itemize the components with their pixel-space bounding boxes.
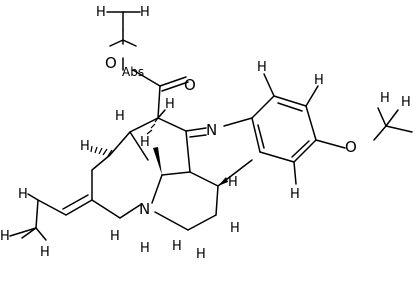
bond-n4-c3 bbox=[154, 211, 189, 231]
bond-ar-c10-o bbox=[315, 139, 346, 149]
bond-methyl-h-left-lower bbox=[109, 39, 124, 47]
bond-ar-c13-c12 bbox=[251, 95, 275, 119]
h-label-c21-b: H bbox=[140, 241, 150, 256]
h-label-methoxy-top: H bbox=[401, 95, 411, 110]
bond-c15-c14 bbox=[109, 131, 131, 156]
bond-c5-c7 bbox=[189, 171, 219, 187]
bond-ar-c11-c10 bbox=[305, 105, 317, 141]
h-label-c6: H bbox=[230, 221, 240, 236]
ethylidene-group bbox=[9, 193, 93, 241]
bond-c18-h-top bbox=[27, 193, 39, 201]
h-label-c3-a: H bbox=[172, 239, 182, 254]
ring-n-label: N bbox=[139, 200, 150, 218]
bond-ch3-h-right bbox=[385, 125, 413, 133]
benzene-ring bbox=[251, 73, 346, 185]
h-label-ar-c12: H bbox=[257, 60, 267, 75]
methoxy-o-label: O bbox=[345, 138, 357, 156]
bond-c7-c15link bbox=[161, 171, 191, 176]
h-label-c5: H bbox=[228, 175, 238, 190]
bond-c19-c18 bbox=[37, 199, 67, 216]
h-label-c21-a: H bbox=[110, 229, 120, 244]
h-label-c7: H bbox=[140, 135, 150, 150]
h-label-c18-bottom: H bbox=[40, 245, 50, 260]
bond-ar-c10-c9 bbox=[293, 139, 317, 163]
bond-c18-h-left bbox=[21, 227, 37, 239]
hydrogen-labels: H H H H H H H H H H H H H H H H H H H H bbox=[0, 5, 411, 262]
indole-n-label: N bbox=[206, 121, 217, 139]
h-label-ar-c11: H bbox=[314, 73, 324, 88]
bond-c18-h-right bbox=[35, 227, 47, 241]
bond-ar-c11-h bbox=[305, 85, 319, 107]
bond-c3-c6 bbox=[187, 214, 217, 231]
h-label-c18-top: H bbox=[18, 187, 28, 202]
bond-c16-c15 bbox=[129, 117, 159, 133]
ester-abs-label: Abs bbox=[122, 65, 144, 79]
bond-ch3-h-up bbox=[385, 109, 399, 127]
bond-c13-c8 bbox=[251, 117, 261, 153]
bond-n1-c13 bbox=[223, 117, 253, 127]
bond-c21-n4 bbox=[119, 204, 141, 219]
bond-o-ch3 bbox=[373, 125, 387, 141]
ester-o-label: O bbox=[105, 54, 117, 72]
bond-c18-h-horizontal bbox=[9, 227, 37, 237]
bond-c2-n1-double bbox=[189, 134, 207, 138]
hash-c14-h bbox=[90, 145, 113, 157]
bond-ar-c12-c11 bbox=[273, 95, 307, 107]
bond-methyl-h-right-lower bbox=[122, 39, 137, 47]
h-label-methyl-right: H bbox=[140, 5, 150, 20]
bond-carbonyl-c16 bbox=[157, 85, 161, 119]
wedge-c5-h bbox=[218, 177, 228, 186]
h-label-c14-hash: H bbox=[80, 139, 90, 154]
bond-c6-c5 bbox=[215, 185, 219, 216]
bond-c7-c2 bbox=[185, 130, 191, 173]
wedge-c7-h bbox=[153, 147, 162, 175]
h-label-methyl-left: H bbox=[96, 5, 106, 20]
h-label-c3-b: H bbox=[196, 247, 206, 262]
bond-ar-c13-c8-inner bbox=[257, 124, 265, 149]
h-label-ar-c9: H bbox=[290, 187, 300, 202]
bond-c19-c21 bbox=[91, 199, 121, 219]
hash-c16-h bbox=[146, 117, 159, 135]
bond-c14-c20ring bbox=[91, 154, 111, 171]
bond-c20-c19-double-a bbox=[65, 199, 93, 216]
bond-c18-h-down bbox=[35, 199, 39, 229]
h-label-c16: H bbox=[165, 97, 175, 112]
bond-ar-c10-c9-inner bbox=[291, 140, 310, 158]
carbonyl-o-label: O bbox=[184, 76, 196, 94]
ester-group bbox=[106, 11, 189, 119]
ring-bonds bbox=[91, 109, 261, 231]
bond-c2-n1 bbox=[185, 127, 207, 132]
bond-c20-c19-double-b bbox=[62, 194, 89, 210]
bond-c16-c2 bbox=[157, 117, 187, 132]
h-label-methoxy-side: H bbox=[380, 91, 390, 106]
h-label-c18-left: H bbox=[0, 229, 10, 244]
bond-ar-c9-h bbox=[293, 161, 297, 185]
bond-ar-c12-c11-inner bbox=[277, 102, 303, 112]
bond-ar-c9-c8 bbox=[259, 151, 295, 163]
bond-ar-c12-h bbox=[263, 73, 275, 97]
bond-carbonyl-double-a bbox=[159, 76, 187, 87]
methoxy-group bbox=[373, 107, 413, 141]
bond-n4-c7 bbox=[151, 174, 163, 204]
bond-ch3-h-down bbox=[377, 107, 387, 127]
bond-c16-h bbox=[157, 109, 166, 119]
bond-o-carbonyl-carbon bbox=[132, 69, 161, 87]
h-label-c15: H bbox=[115, 109, 125, 124]
bond-c15-c20 bbox=[129, 131, 149, 161]
bond-carbonyl-double-b bbox=[161, 81, 189, 92]
